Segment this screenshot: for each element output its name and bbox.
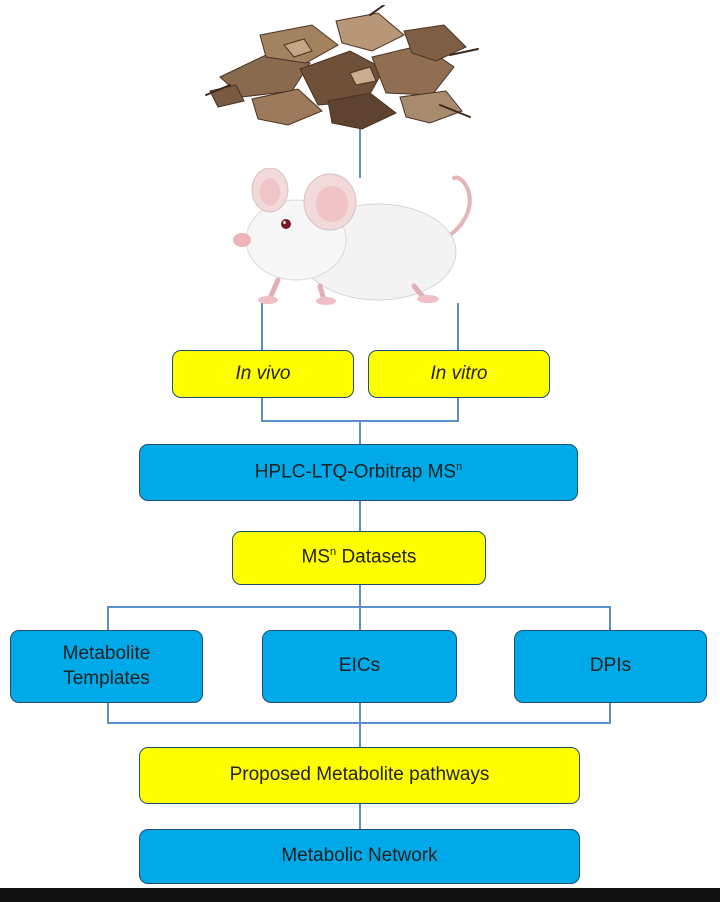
proposed-pathways-label: Proposed Metabolite pathways xyxy=(229,764,490,786)
eics-box: EICs xyxy=(262,630,457,703)
hplc-label: HPLC-LTQ-Orbitrap MSn xyxy=(254,460,463,483)
dpis-label: DPIs xyxy=(589,655,632,677)
mouse-image xyxy=(233,168,472,305)
bottom-edge-bar xyxy=(0,888,720,902)
connector-invivo-invitro-merge xyxy=(261,398,459,422)
dpis-box: DPIs xyxy=(514,630,707,703)
in-vitro-box: In vitro xyxy=(368,350,550,398)
eics-label: EICs xyxy=(338,655,381,677)
herbal-material-image xyxy=(205,5,479,130)
metabolite-templates-label: Metabolite Templates xyxy=(62,642,151,689)
in-vivo-box: In vivo xyxy=(172,350,354,398)
metabolic-network-box: Metabolic Network xyxy=(139,829,580,884)
msn-datasets-label: MSn Datasets xyxy=(301,546,417,568)
msn-datasets-box: MSn Datasets xyxy=(232,531,486,585)
hplc-box: HPLC-LTQ-Orbitrap MSn xyxy=(139,444,578,501)
metabolite-templates-box: Metabolite Templates xyxy=(10,630,203,703)
in-vivo-label: In vivo xyxy=(235,362,291,384)
metabolic-network-label: Metabolic Network xyxy=(281,845,438,867)
proposed-pathways-box: Proposed Metabolite pathways xyxy=(139,747,580,804)
in-vitro-label: In vitro xyxy=(430,362,488,384)
